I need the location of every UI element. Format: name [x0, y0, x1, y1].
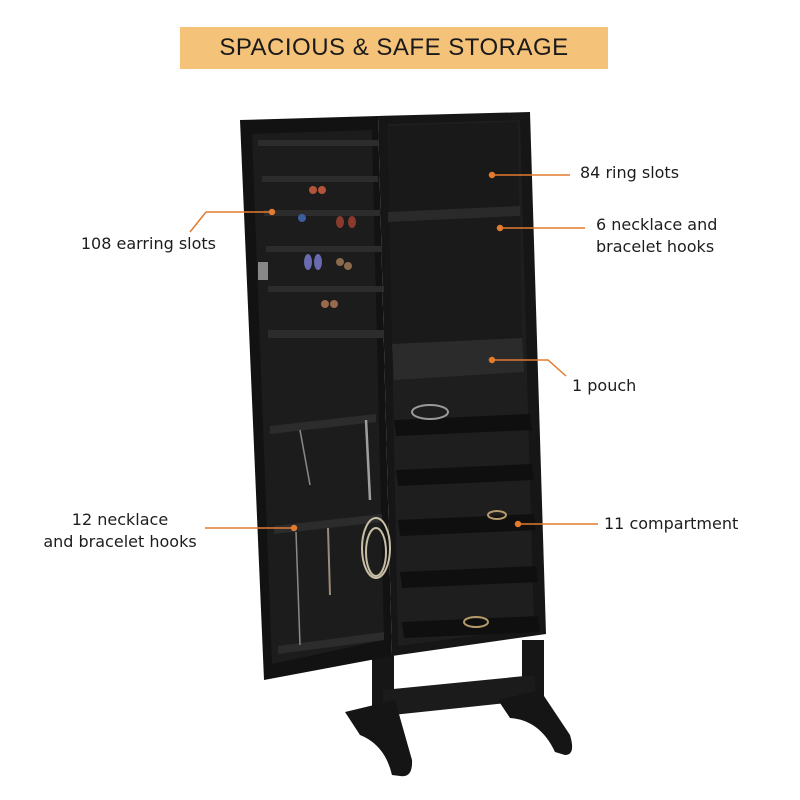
cabinet-door: [240, 116, 392, 680]
callout-pouch: 1 pouch: [572, 376, 637, 395]
callout-leaders: [189, 171, 598, 532]
callout-6-necklace-hooks: 6 necklace and bracelet hooks: [596, 215, 718, 256]
callout-12-necklace-hooks: 12 necklace and bracelet hooks: [43, 510, 197, 551]
callout-ring-slots: 84 ring slots: [580, 163, 680, 182]
cabinet-body: [378, 112, 546, 656]
banner-title: SPACIOUS & SAFE STORAGE: [219, 34, 569, 61]
callout-earring-slots: 108 earring slots: [80, 234, 216, 253]
cabinet-stand: [345, 640, 573, 777]
callout-compartment: 11 compartment: [604, 514, 739, 533]
title-banner: SPACIOUS & SAFE STORAGE: [180, 27, 608, 69]
